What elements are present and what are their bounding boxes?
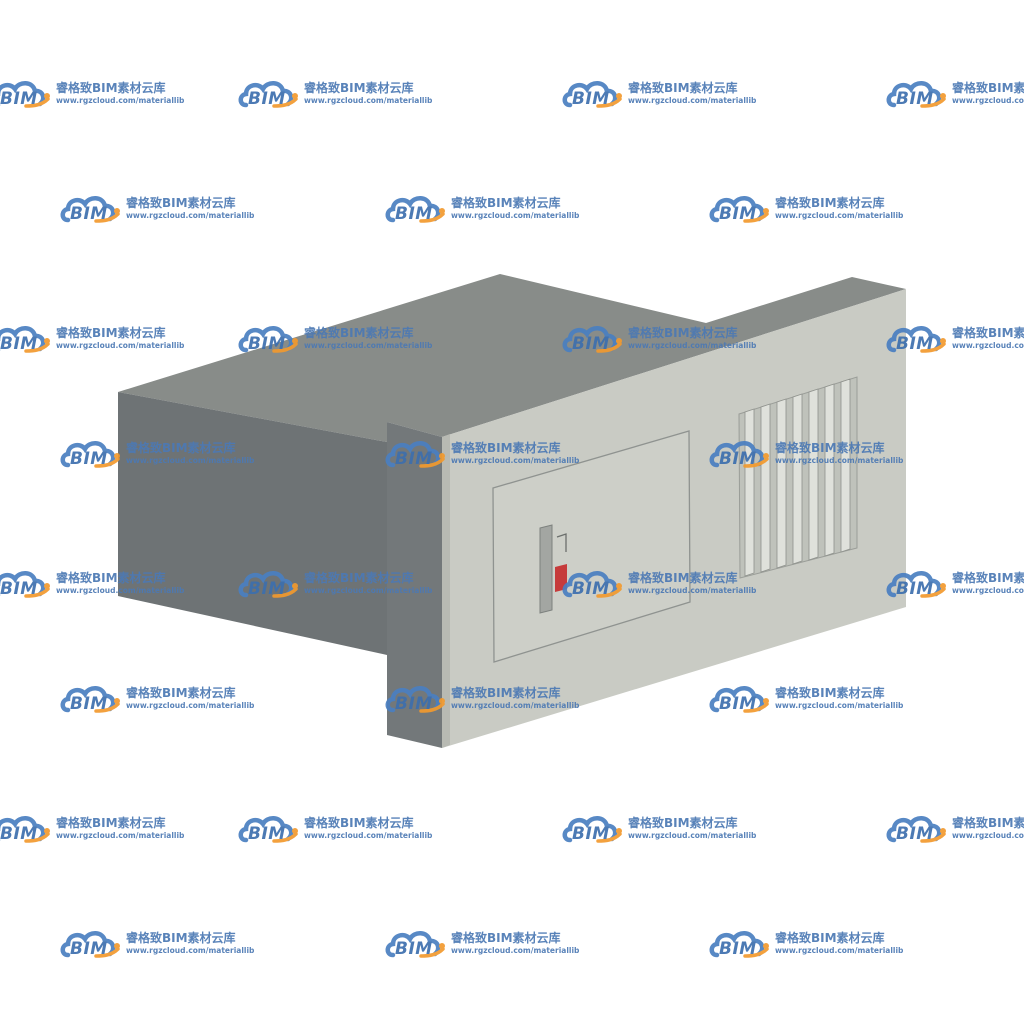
cabinet-left-face (118, 392, 387, 655)
cabinet-base-side-face (387, 422, 442, 748)
vent-slat (840, 378, 851, 553)
vent-slat (744, 408, 755, 577)
vent-slat (824, 383, 835, 557)
vent-slat (792, 393, 803, 565)
door-lock-indicator (555, 564, 567, 592)
cabinet-top-face (118, 274, 906, 442)
vent-slats (744, 378, 851, 577)
vent-slat (808, 388, 819, 561)
door-handle-hook (556, 533, 567, 552)
vent-slat (760, 403, 771, 573)
cabinet-front-edge (442, 434, 450, 748)
door-handle-recess (539, 524, 553, 614)
vent-slat (776, 398, 787, 569)
